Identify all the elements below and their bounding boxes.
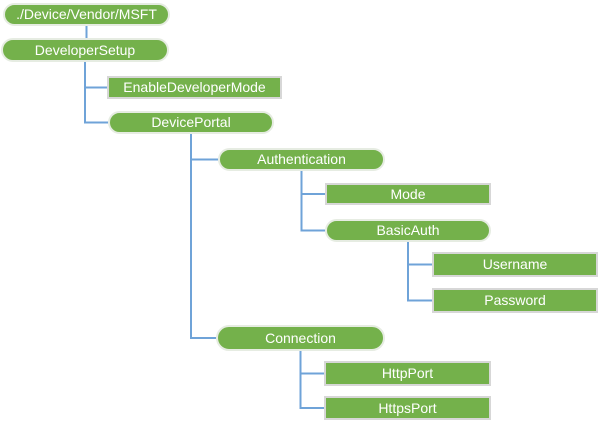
- tree-node-https-port: HttpsPort: [324, 396, 491, 420]
- tree-node-connection: Connection: [216, 325, 385, 351]
- tree-node-developer-setup: DeveloperSetup: [1, 38, 169, 62]
- tree-node-authentication: Authentication: [218, 148, 385, 171]
- tree-node-label-enable-developer-mode: EnableDeveloperMode: [123, 79, 266, 95]
- tree-node-label-https-port: HttpsPort: [378, 399, 437, 416]
- connector-authentication-to-basic-auth: [300, 171, 325, 232]
- connector-basic-auth-to-password: [407, 242, 432, 302]
- tree-node-label-password: Password: [484, 292, 546, 308]
- tree-node-msft-root: ./Device/Vendor/MSFT: [3, 3, 170, 26]
- tree-node-device-portal: DevicePortal: [108, 111, 274, 134]
- tree-node-label-username: Username: [482, 256, 548, 272]
- connector-device-portal-to-connection: [190, 134, 216, 339]
- tree-node-http-port: HttpPort: [324, 361, 491, 386]
- tree-node-label-connection: Connection: [265, 329, 336, 346]
- tree-node-mode: Mode: [325, 183, 491, 205]
- tree-node-label-msft-root: ./Device/Vendor/MSFT: [16, 6, 157, 22]
- tree-node-basic-auth: BasicAuth: [325, 219, 491, 242]
- tree-node-label-device-portal: DevicePortal: [151, 114, 231, 130]
- tree-node-label-basic-auth: BasicAuth: [376, 222, 440, 238]
- tree-node-label-developer-setup: DeveloperSetup: [34, 41, 136, 58]
- tree-node-label-mode: Mode: [390, 185, 426, 202]
- tree-node-username: Username: [432, 252, 598, 277]
- tree-node-enable-developer-mode: EnableDeveloperMode: [107, 76, 282, 99]
- tree-node-password: Password: [432, 288, 598, 313]
- connector-developer-setup-to-device-portal: [84, 62, 108, 124]
- tree-node-label-authentication: Authentication: [257, 151, 346, 167]
- connector-connection-to-https-port: [299, 351, 324, 409]
- tree-node-label-http-port: HttpPort: [381, 365, 434, 381]
